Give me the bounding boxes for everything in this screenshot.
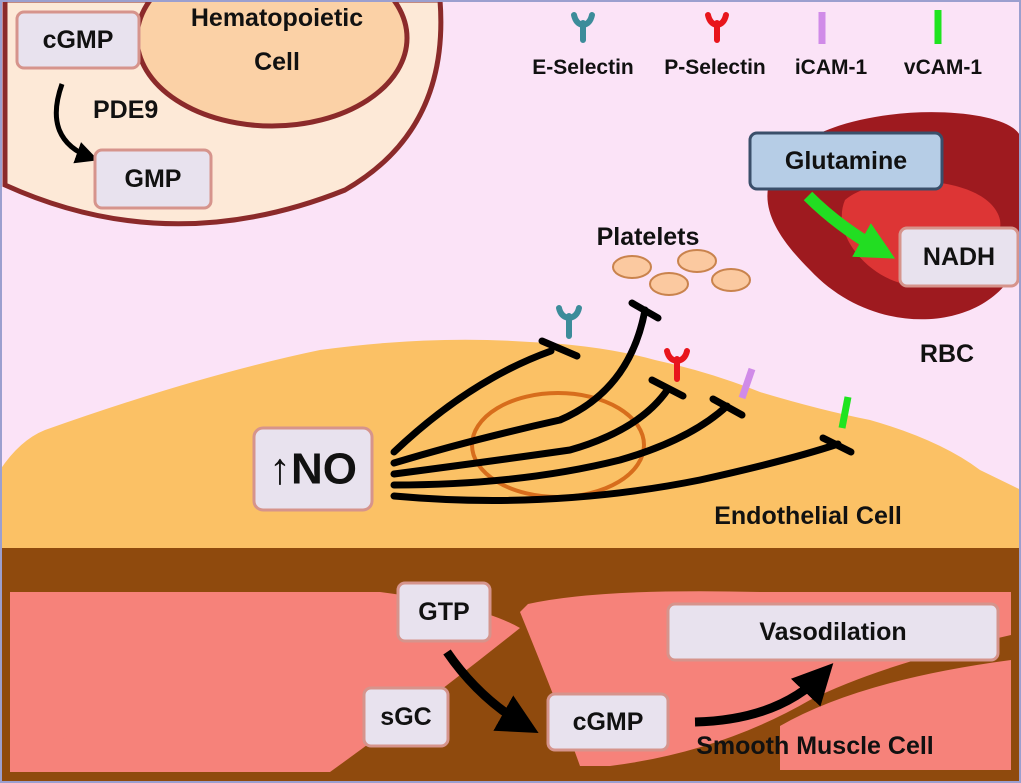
sgc-box: sGC — [362, 686, 450, 748]
rbc-label: RBC — [920, 340, 974, 368]
svg-text:cGMP: cGMP — [573, 708, 644, 736]
svg-text:Glutamine: Glutamine — [785, 147, 907, 175]
p-selectin-icon — [664, 348, 690, 382]
platelets: Platelets — [597, 223, 751, 296]
glutamine-box: Glutamine — [748, 131, 944, 191]
platelet — [649, 272, 689, 296]
legend-item-vcam-1: vCAM-1 — [904, 10, 982, 79]
cgmp-to-vasodilation-arrow — [694, 663, 834, 727]
svg-text:cGMP: cGMP — [43, 26, 114, 54]
platelets-label: Platelets — [597, 223, 700, 251]
hematopoietic-label-line1: Hematopoietic — [191, 4, 363, 32]
inhibit-platelets-line — [390, 306, 649, 467]
gtp-to-cgmp-arrow — [443, 649, 539, 733]
vasodilation-box: Vasodilation — [666, 602, 1000, 662]
platelet — [711, 268, 751, 292]
legend: E-Selectin P-Selectin iCAM-1 vCAM-1 — [532, 10, 982, 79]
e-selectin-icon — [556, 305, 582, 339]
no-inhibition-lines — [390, 299, 855, 504]
inhibit-icam-1-line — [390, 402, 731, 489]
hematopoietic-label-line2: Cell — [254, 48, 300, 76]
cgmp-box-top: cGMP — [15, 10, 141, 70]
legend-label-vcam-1: vCAM-1 — [904, 56, 982, 79]
legend-label-p-selectin: P-Selectin — [664, 56, 766, 79]
svg-text:NADH: NADH — [923, 243, 995, 271]
glutamine-to-nadh-arrow — [803, 191, 896, 259]
svg-text:sGC: sGC — [380, 703, 431, 731]
smooth-muscle-cell-label: Smooth Muscle Cell — [696, 732, 934, 760]
legend-item-e-selectin: E-Selectin — [532, 12, 634, 79]
inhibit-vcam-1-line — [390, 440, 842, 504]
platelet — [612, 255, 652, 279]
smooth-muscle-cell — [46, 698, 330, 760]
inhibit-p-selectin-line — [390, 385, 672, 478]
platelet — [677, 249, 717, 273]
cgmp-box-bottom: cGMP — [546, 692, 670, 752]
gmp-box: GMP — [93, 148, 213, 210]
smooth-muscle-cell — [780, 660, 1011, 770]
icam-1-icon — [738, 367, 756, 400]
nitric-oxide-box: ↑NO — [252, 426, 374, 512]
legend-item-icam-1: iCAM-1 — [795, 12, 868, 79]
pde9-label: PDE9 — [93, 96, 158, 124]
legend-label-e-selectin: E-Selectin — [532, 56, 634, 79]
svg-text:Vasodilation: Vasodilation — [759, 618, 906, 646]
inhibit-e-selectin-line — [390, 347, 555, 456]
pde9-arrow — [53, 83, 99, 164]
vcam-1-icon — [838, 396, 852, 429]
smooth-muscle-region — [0, 548, 1021, 783]
gtp-box: GTP — [396, 581, 492, 643]
svg-text:GMP: GMP — [125, 165, 182, 193]
endothelial-cell-label: Endothelial Cell — [714, 502, 902, 530]
svg-text:↑NO: ↑NO — [269, 445, 357, 494]
legend-label-icam-1: iCAM-1 — [795, 56, 868, 79]
svg-text:GTP: GTP — [418, 598, 469, 626]
nadh-box: NADH — [898, 226, 1020, 288]
legend-item-p-selectin: P-Selectin — [664, 12, 766, 79]
